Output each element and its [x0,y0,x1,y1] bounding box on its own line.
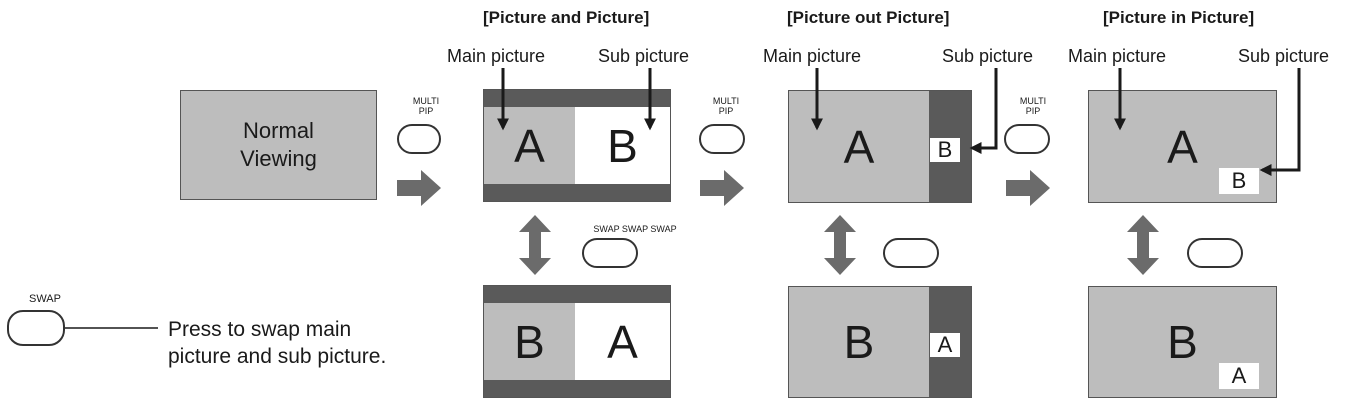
right-arrow-icon [397,170,441,206]
pop-main-label: Main picture [763,46,862,66]
pap-title: [Picture and Picture] [483,8,650,27]
pip-main-label: Main picture [1068,46,1167,66]
swap-button-pop[interactable] [883,238,939,268]
pip-bottom-sub-pane: A [1219,363,1259,389]
pap-screen-bottom: B A [483,285,671,398]
pip-title: [Picture in Picture] [1103,8,1255,27]
right-arrow-icon [700,170,744,206]
multi-pip-button-3[interactable] [1004,124,1050,154]
swap-legend-button[interactable] [7,310,65,346]
pop-sub-pointer-arrow [969,68,998,154]
normal-viewing-screen: Normal Viewing [180,90,377,200]
pap-bottom-sub-pane: A [575,303,670,380]
swap-note: Press to swap main picture and sub pictu… [168,316,386,370]
pap-main-label: Main picture [447,46,546,66]
multi-pip-button-2[interactable] [699,124,745,154]
swap-button-pap[interactable] [582,238,638,268]
swap-legend-label: SWAP [29,293,61,305]
pop-sub-label: Sub picture [942,46,1034,66]
swap-updown-arrow-icon [1127,215,1159,275]
pip-sub-pointer-arrow [1259,68,1301,176]
pop-screen-bottom: B A [788,286,972,398]
multi-pip-button-1[interactable] [397,124,441,154]
pop-screen-top: A B [788,90,972,203]
pop-top-sub-pane: B [930,137,960,162]
pip-top-sub-pane: B [1219,168,1259,194]
pop-title: [Picture out Picture] [787,8,950,27]
swap-seq-label: SWAP SWAP SWAP [593,224,677,234]
pip-sub-label: Sub picture [1238,46,1330,66]
normal-viewing-line2: Viewing [240,146,317,171]
swap-note-line1: Press to swap main [168,318,352,341]
swap-button-pip[interactable] [1187,238,1243,268]
pop-bottom-sub-pane: A [930,332,960,357]
swap-updown-arrow-icon [519,215,551,275]
pap-sub-label: Sub picture [598,46,690,66]
pop-top-main-pane: A [843,120,875,173]
swap-updown-arrow-icon [824,215,856,275]
normal-viewing-line1: Normal [243,118,314,143]
swap-note-line2: picture and sub picture. [168,345,387,368]
right-arrow-icon [1006,170,1050,206]
pap-bottom-main-pane: B [484,303,575,380]
pop-bottom-main-pane: B [843,316,875,368]
